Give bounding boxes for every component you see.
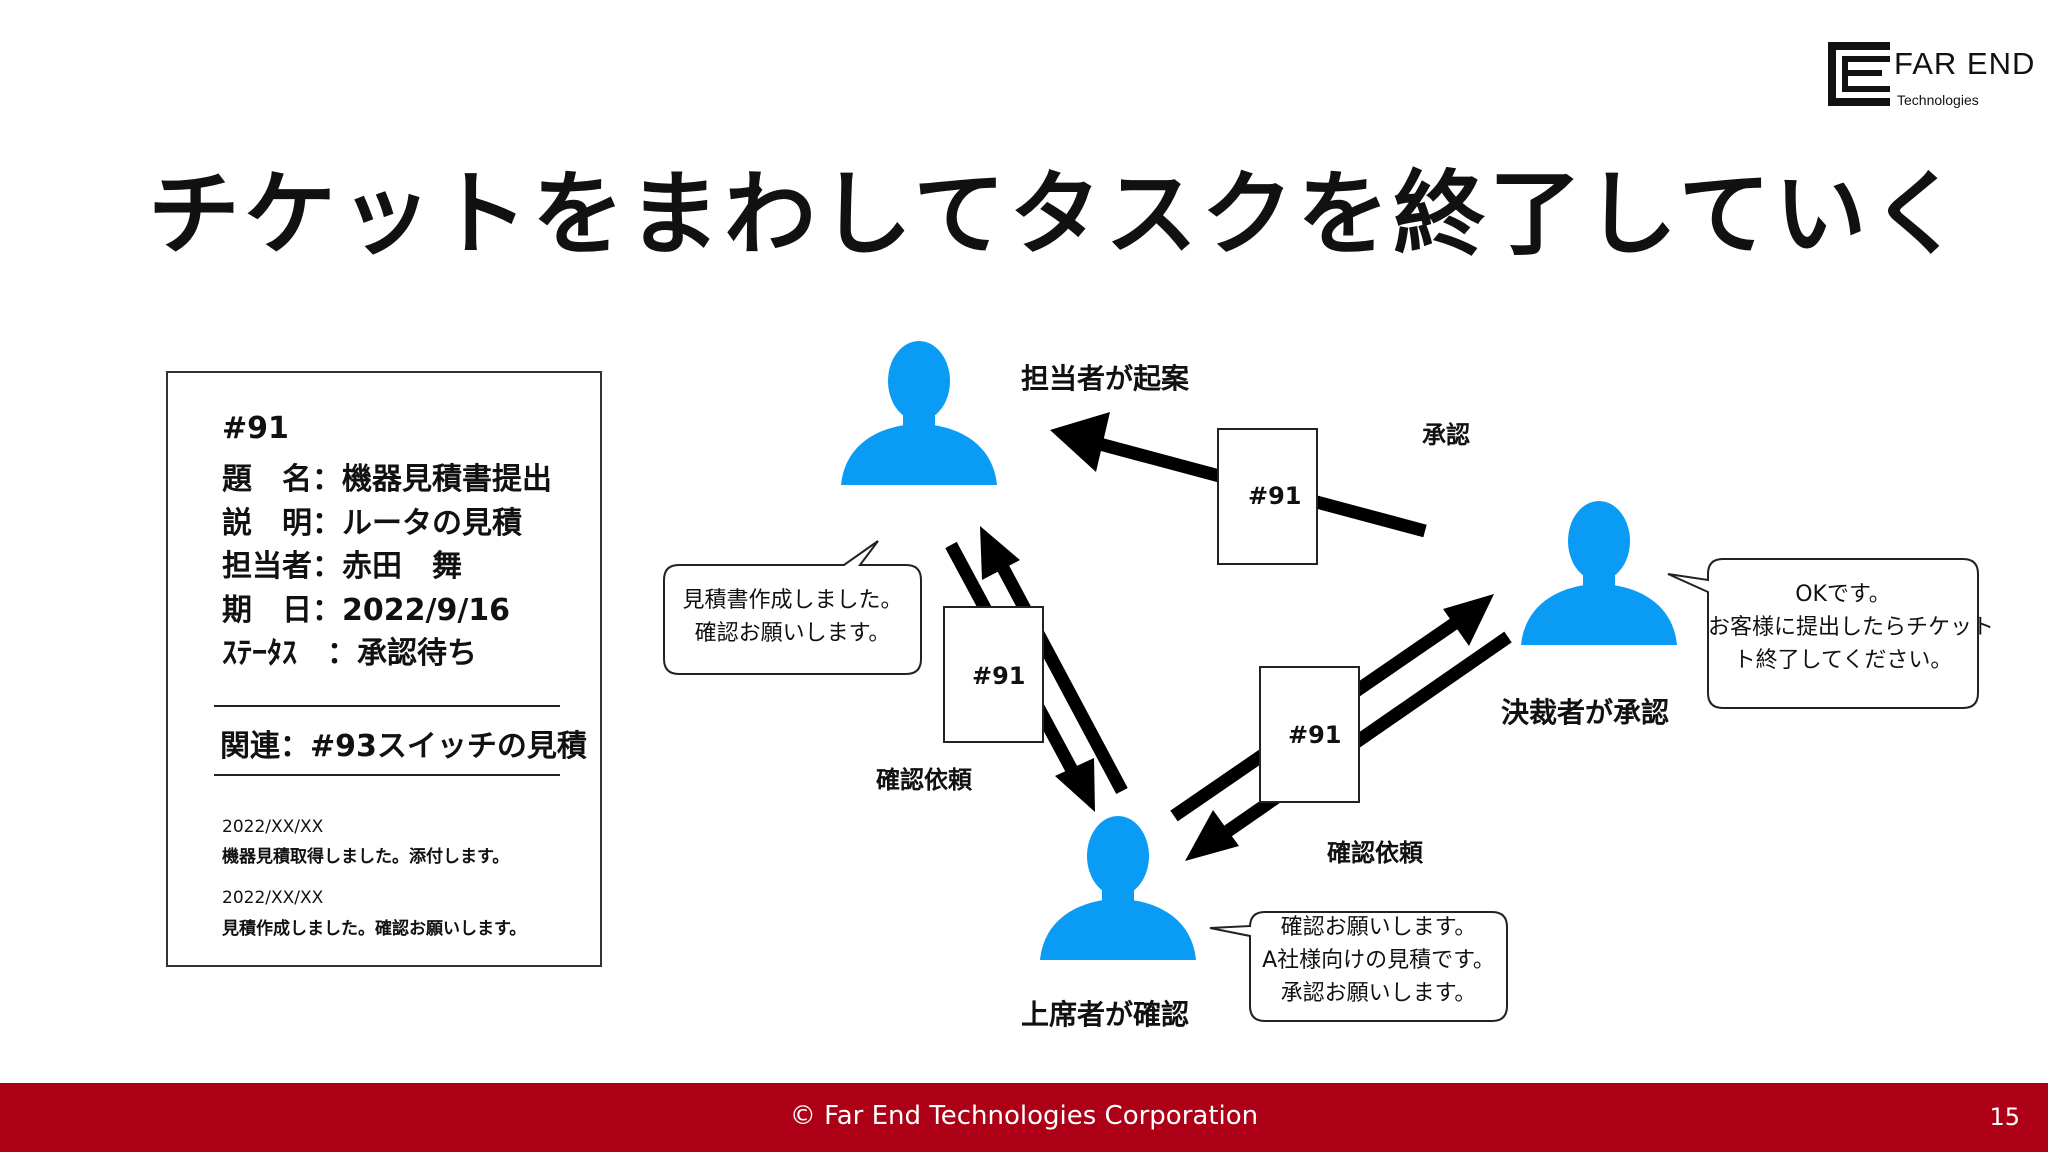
- role-supervisor-label: 上席者が確認: [1021, 998, 1190, 1031]
- comment-text: 見積作成しました。確認お願いします。: [222, 919, 527, 939]
- arrow-request-down-head: [1055, 758, 1095, 812]
- ticket-field-description: 説 明：ルータの見積: [222, 506, 522, 541]
- ticket-id: #91: [222, 411, 289, 446]
- role-approver-label: 決裁者が承認: [1501, 696, 1670, 729]
- ticket-document-label: #91: [1288, 721, 1342, 749]
- ticket-field-due-date: 期 日：2022/9/16: [222, 593, 511, 628]
- owner-person-icon: [841, 341, 997, 485]
- arrow-return-up: [996, 562, 1128, 795]
- ticket-document-icon: [1217, 428, 1318, 565]
- ticket-field-status: ｽﾃｰﾀｽ ：承認待ち: [222, 636, 477, 671]
- arrow-approve-head: [1050, 412, 1110, 472]
- approver-speech-bubble: [1667, 558, 1979, 709]
- supervisor-speech-bubble: [1209, 911, 1508, 1022]
- approver-bubble-text: OKです。 お客様に提出したらチケット ト終了してください。: [1708, 582, 1995, 673]
- arrow-label-approve: 承認: [1422, 421, 1470, 449]
- arrow-return-up-head: [980, 526, 1020, 580]
- role-owner-label: 担当者が起案: [1021, 362, 1190, 395]
- ticket-document-icon: [1259, 666, 1360, 803]
- ticket-card: #91 題 名：機器見積書提出 説 明：ルータの見積 担当者：赤田 舞 期 日：…: [166, 371, 602, 967]
- logo-subtitle: Technologies: [1897, 92, 1979, 108]
- arrow-label-request: 確認依頼: [876, 766, 972, 794]
- divider: [214, 705, 560, 707]
- footer-bar: © Far End Technologies Corporation 15: [0, 1083, 2048, 1152]
- ticket-field-assignee: 担当者：赤田 舞: [222, 549, 462, 584]
- ticket-document-label: #91: [972, 662, 1026, 690]
- footer-copyright: © Far End Technologies Corporation: [789, 1101, 1259, 1131]
- supervisor-person-icon: [1040, 816, 1196, 960]
- logo-name: FAR END: [1894, 46, 2036, 81]
- approver-person-icon: [1521, 501, 1677, 645]
- ticket-document-icon: [943, 606, 1044, 743]
- page-number: 15: [1989, 1103, 2020, 1131]
- arrow-request-right-head: [1443, 594, 1494, 646]
- ticket-document-label: #91: [1248, 482, 1302, 510]
- arrow-return-left-head: [1185, 810, 1239, 861]
- owner-bubble-text: 見積書作成しました。 確認お願いします。: [682, 588, 903, 646]
- ticket-field-subject: 題 名：機器見積書提出: [222, 462, 552, 497]
- owner-speech-bubble: [663, 540, 922, 675]
- arrow-label-request: 確認依頼: [1327, 839, 1423, 867]
- ticket-related: 関連：#93スイッチの見積: [220, 729, 587, 764]
- supervisor-bubble-text: 確認お願いします。 A社様向けの見積です。 承認お願いします。: [1262, 915, 1495, 1006]
- comment-date: 2022/XX/XX: [222, 888, 324, 908]
- divider: [214, 774, 560, 776]
- comment-date: 2022/XX/XX: [222, 817, 324, 837]
- slide-title: チケットをまわしてタスクを終了していく: [148, 161, 1967, 268]
- logo-icon: [1828, 42, 1890, 106]
- comment-text: 機器見積取得しました。添付します。: [222, 847, 510, 867]
